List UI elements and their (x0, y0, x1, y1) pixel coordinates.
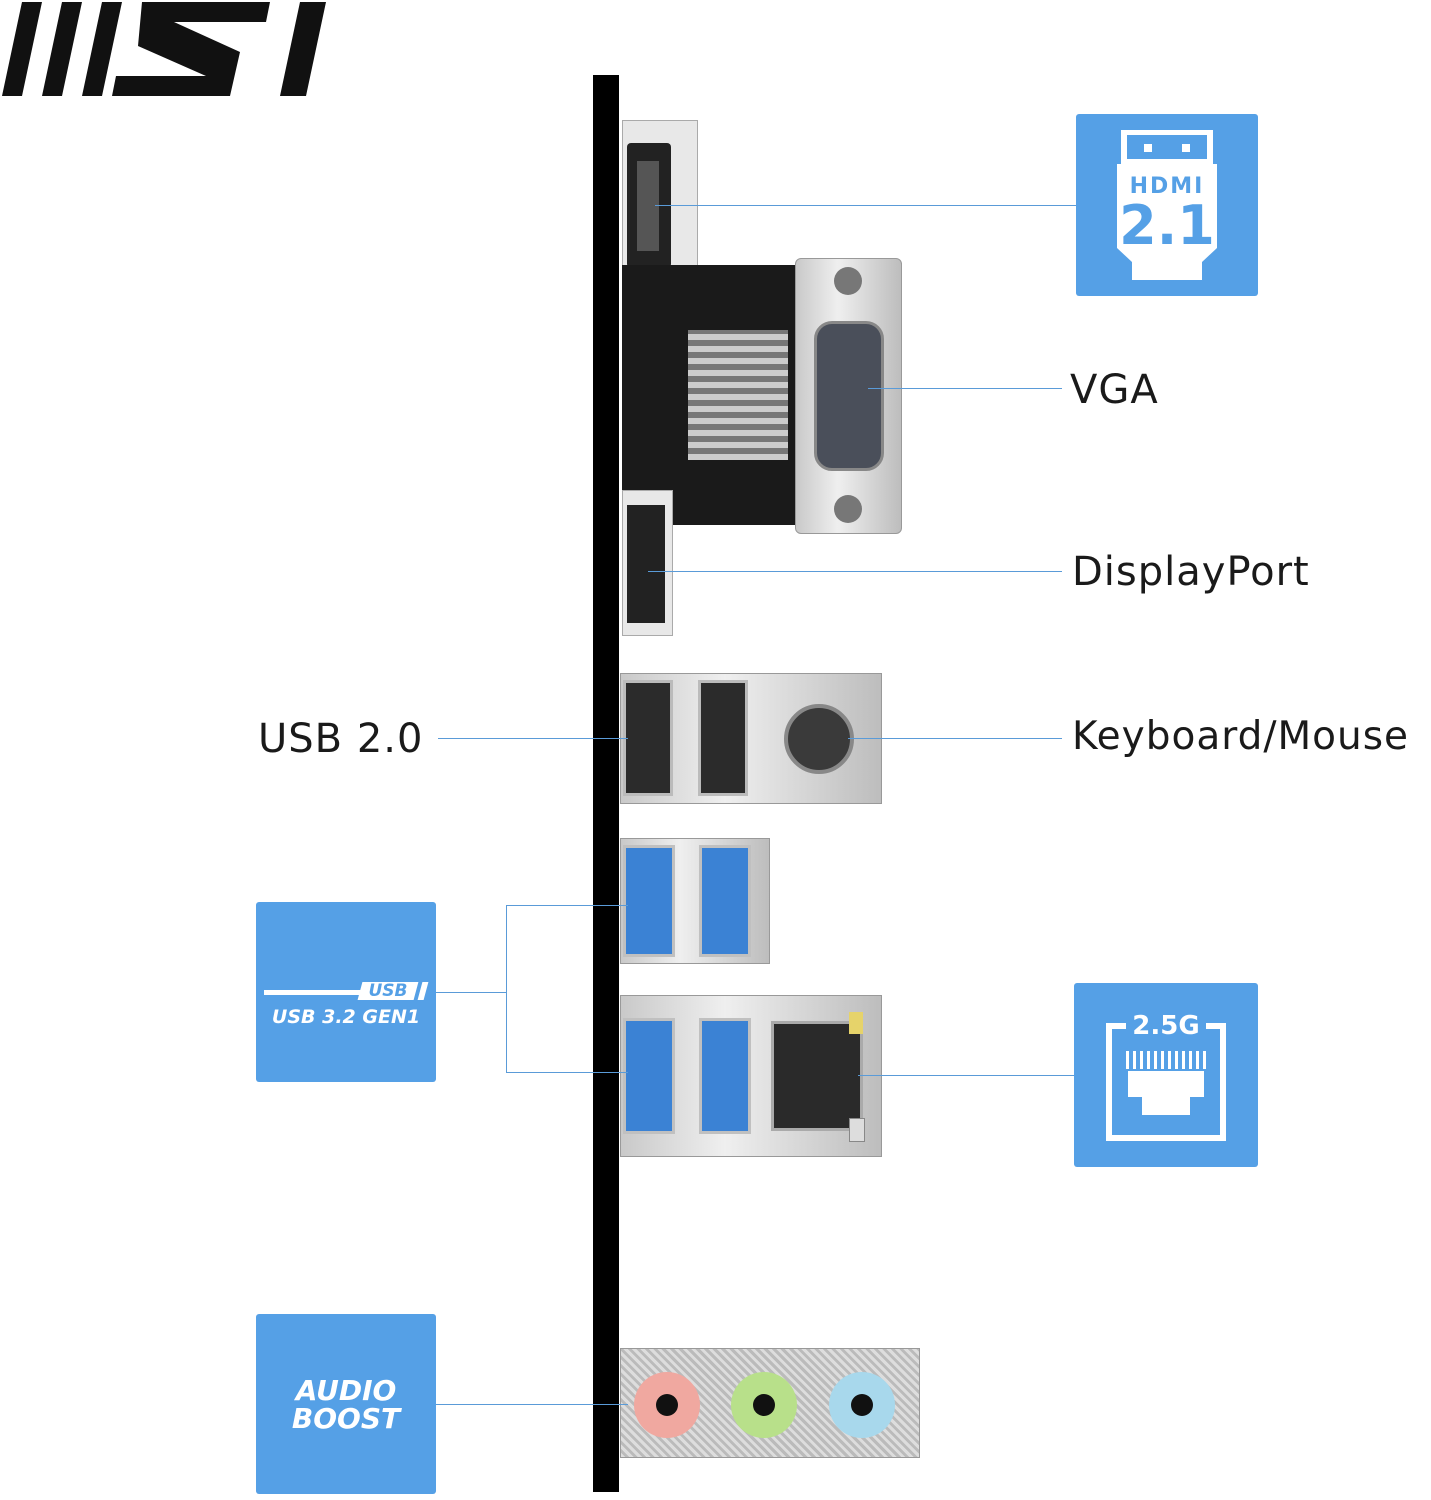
hdmi-version: 2.1 (1119, 194, 1215, 257)
usb3-leader-line (506, 905, 507, 1073)
usb2-leader-line (438, 738, 628, 739)
usb2-label: USB 2.0 (258, 716, 424, 762)
audio-jack-green (731, 1372, 797, 1438)
lan-badge: 2.5G (1074, 983, 1258, 1167)
usb3-text: USB 3.2 GEN1 (271, 1006, 421, 1028)
usb3-port (699, 1018, 751, 1134)
vga-label: VGA (1070, 367, 1159, 413)
usb3-port (699, 845, 751, 957)
displayport-leader-line (648, 571, 1062, 572)
usb3-leader-line (506, 905, 628, 906)
msi-logo (2, 2, 326, 96)
audio-leader-line (436, 1404, 628, 1405)
usb3-badge: USB USB 3.2 GEN1 (256, 902, 436, 1082)
vga-leader-line (868, 388, 1062, 389)
vga-bracket (622, 265, 800, 525)
audio-boost-line1: AUDIO (295, 1374, 397, 1407)
hdmi-leader-line (655, 205, 1076, 206)
usb3-port (623, 845, 675, 957)
usb3-leader-line (506, 1072, 628, 1073)
keyboard-mouse-label: Keyboard/Mouse (1072, 714, 1410, 759)
hdmi-port (622, 120, 698, 285)
lan-port (771, 1021, 863, 1131)
usb2-port (623, 680, 673, 796)
hdmi-connector-icon (1117, 130, 1217, 280)
usb2-port (698, 680, 748, 796)
usb2-ps2-block (620, 673, 882, 804)
lan-speed: 2.5G (1126, 1011, 1206, 1041)
hdmi-badge: HDMI 2.1 (1076, 114, 1258, 296)
displayport-label: DisplayPort (1072, 549, 1310, 595)
usb3-leader-line (436, 992, 506, 993)
ps2-port (784, 704, 854, 774)
audio-block (620, 1348, 920, 1458)
ethernet-port-icon (1106, 1023, 1226, 1141)
audio-boost-line2: BOOST (291, 1402, 401, 1435)
usb3-port (623, 1018, 675, 1134)
displayport-port (622, 490, 673, 636)
usb-cable-icon (264, 990, 364, 995)
usb3-lan-block (620, 995, 882, 1157)
io-shield-edge (593, 75, 619, 1492)
keyboard-mouse-leader-line (848, 738, 1062, 739)
lan-leader-line (858, 1075, 1074, 1076)
vga-port (795, 258, 902, 534)
usb3-block-top (620, 838, 770, 964)
audio-jack-blue (829, 1372, 895, 1438)
audio-jack-pink (634, 1372, 700, 1438)
audio-boost-badge: AUDIO BOOST (256, 1314, 436, 1494)
hdmi-title: HDMI (1129, 174, 1205, 199)
usb-tag: USB (368, 981, 408, 1001)
